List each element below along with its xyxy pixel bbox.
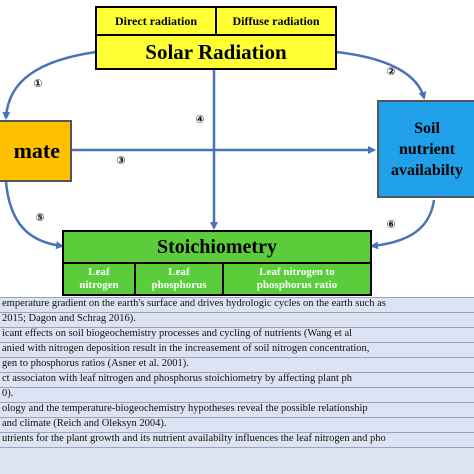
arrow-6-number: ⑥	[386, 218, 396, 231]
note-row-3a: ct associaton with leaf nitrogen and pho…	[0, 373, 474, 388]
note-row-2c: gen to phosphorus ratios (Asner et al. 2…	[0, 358, 474, 373]
leaf-nitrogen-line-2: nitrogen	[79, 279, 119, 291]
arrow-5-number: ⑤	[35, 211, 45, 224]
leaf-nitrogen-line-1: Leaf	[88, 266, 110, 278]
leaf-np-ratio-line-1: Leaf nitrogen to	[259, 266, 335, 278]
solar-radiation-box: Solar Radiation	[95, 34, 337, 70]
note-row-4a: ology and the temperature-biogeochemistr…	[0, 403, 474, 418]
note-row-5a: utrients for the plant growth and its nu…	[0, 433, 474, 448]
note-row-3b: 0).	[0, 388, 474, 403]
leaf-phosphorus-cell: Leaf phosphorus	[134, 262, 224, 296]
soil-line-3: availabilty	[390, 161, 463, 179]
diffuse-radiation-box: Diffuse radiation	[215, 6, 337, 36]
arrow-2-number: ②	[386, 65, 396, 78]
note-row-1a: emperature gradient on the earth's surfa…	[0, 298, 474, 313]
direct-radiation-box: Direct radiation	[95, 6, 217, 36]
soil-line-1: Soil	[414, 119, 440, 137]
arrow-3-number: ③	[116, 154, 126, 167]
leaf-phosphorus-line-1: Leaf	[168, 266, 190, 278]
stoichiometry-box: Stoichiometry	[62, 230, 372, 264]
note-row-2a: icant effects on soil biogeochemistry pr…	[0, 328, 474, 343]
note-row-1b: 2015; Dagon and Schrag 2016).	[0, 313, 474, 328]
arrow-1-number: ①	[33, 77, 43, 90]
note-row-4b: and climate (Reich and Oleksyn 2004).	[0, 418, 474, 433]
leaf-nitrogen-cell: Leaf nitrogen	[62, 262, 136, 296]
climate-box: mate	[0, 120, 72, 182]
leaf-np-ratio-cell: Leaf nitrogen to phosphorus ratio	[222, 262, 372, 296]
arrow-4-number: ④	[195, 113, 205, 126]
soil-nutrient-box: Soil nutrient availabilty	[377, 100, 474, 198]
arrow-5	[4, 181, 64, 250]
arrow-2	[335, 50, 427, 100]
leaf-np-ratio-line-2: phosphorus ratio	[256, 279, 338, 291]
climate-label: mate	[13, 138, 60, 163]
leaf-phosphorus-line-2: phosphorus	[151, 279, 207, 291]
arrow-6	[370, 199, 436, 250]
notes-table: emperature gradient on the earth's surfa…	[0, 297, 474, 474]
soil-line-2: nutrient	[399, 140, 455, 158]
arrow-1	[2, 50, 97, 120]
note-row-2b: anied with nitrogen deposition result in…	[0, 343, 474, 358]
